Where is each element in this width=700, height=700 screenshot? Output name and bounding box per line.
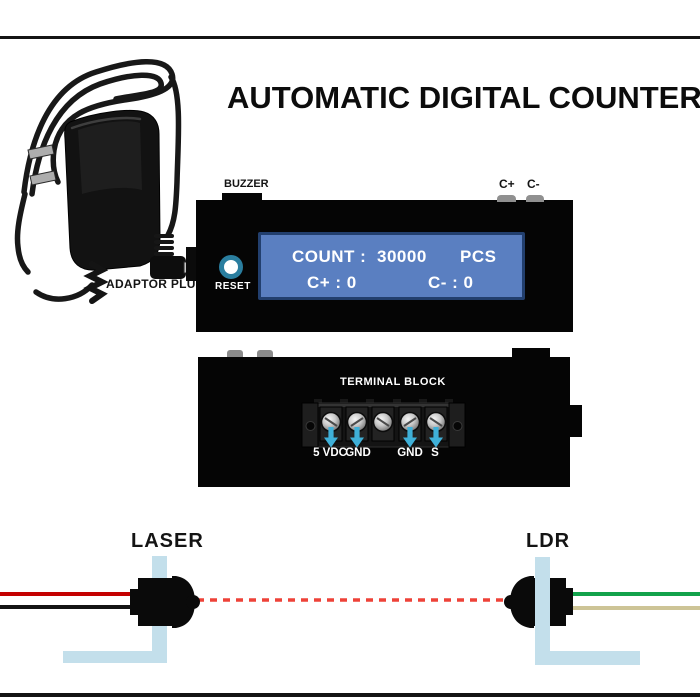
terminal-label-5vdc: 5 VDC bbox=[313, 447, 347, 459]
terminal-label-s: S bbox=[431, 447, 439, 459]
display-count-unit: PCS bbox=[460, 247, 497, 266]
adaptor-body bbox=[64, 109, 161, 271]
power-adaptor-illustration bbox=[14, 59, 198, 304]
terminal-label-gnd-2: GND bbox=[397, 447, 423, 459]
terminal-screws bbox=[319, 406, 448, 442]
reset-label: RESET bbox=[215, 281, 251, 292]
buzzer-bump bbox=[222, 193, 262, 201]
ldr-bracket-post bbox=[535, 557, 550, 665]
power-cord bbox=[14, 59, 182, 302]
side-connector-bump bbox=[570, 405, 582, 437]
terminal-block bbox=[301, 399, 466, 448]
terminal-label-gnd-1: GND bbox=[345, 447, 371, 459]
wire-green bbox=[572, 592, 700, 596]
pin-arrow bbox=[429, 427, 443, 448]
terminal-block-label: TERMINAL BLOCK bbox=[340, 376, 446, 388]
display-c-plus-readout: C+ : 0 bbox=[307, 273, 357, 292]
display-count-value: 30000 bbox=[377, 247, 427, 266]
wire-red bbox=[0, 592, 136, 596]
c-minus-button bbox=[526, 195, 544, 202]
buzzer-bump-bottom-view bbox=[512, 348, 550, 358]
wire-tan bbox=[572, 606, 700, 610]
laser-bracket-foot bbox=[63, 651, 167, 663]
pin-arrow bbox=[350, 427, 364, 448]
dc-barrel-plug bbox=[150, 234, 198, 279]
page-title: AUTOMATIC DIGITAL COUNTER bbox=[227, 80, 700, 115]
rubber-foot bbox=[257, 350, 273, 358]
laser-beam bbox=[197, 598, 506, 602]
laser-label: LASER bbox=[131, 530, 204, 552]
top-frame-line bbox=[0, 36, 700, 39]
rubber-foot bbox=[227, 350, 243, 358]
bottom-frame-line bbox=[0, 693, 700, 697]
wire-black bbox=[0, 605, 136, 609]
display-c-minus-readout: C- : 0 bbox=[428, 273, 474, 292]
dc-jack bbox=[186, 247, 198, 281]
c-plus-label: C+ bbox=[499, 177, 515, 191]
pin-arrow bbox=[403, 427, 417, 448]
pin-arrows bbox=[324, 427, 443, 448]
ldr-label: LDR bbox=[526, 530, 571, 552]
c-minus-label: C- bbox=[527, 177, 540, 191]
adaptor-plug-label: ADAPTOR PLUG bbox=[106, 277, 206, 291]
pin-arrow bbox=[324, 427, 338, 448]
strain-relief-coil bbox=[83, 261, 109, 304]
ldr-bracket-foot bbox=[535, 651, 640, 665]
laser-module bbox=[130, 576, 200, 628]
buzzer-label: BUZZER bbox=[224, 178, 269, 190]
reset-button bbox=[219, 255, 243, 279]
lcd-display: COUNT : 30000 PCS C+ : 0 C- : 0 bbox=[258, 232, 525, 300]
display-count-label: COUNT : bbox=[292, 247, 367, 266]
c-plus-button bbox=[497, 195, 516, 202]
plug-prongs bbox=[27, 144, 57, 186]
